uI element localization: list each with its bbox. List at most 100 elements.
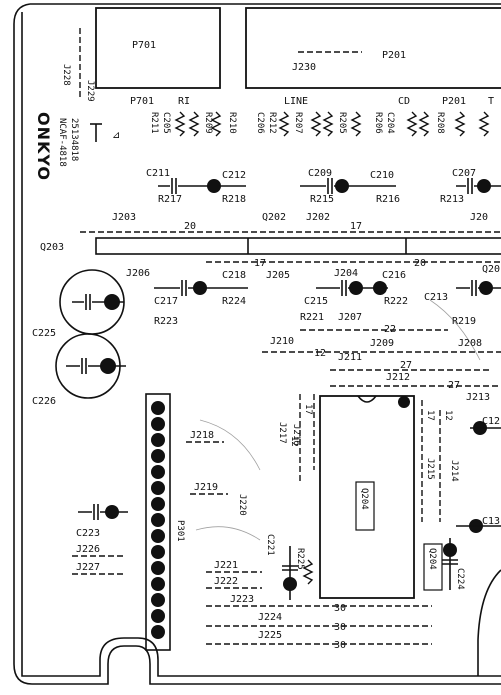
j208-label: J208 <box>458 338 482 349</box>
p301-pins <box>151 401 165 639</box>
c225-label: C225 <box>32 328 56 339</box>
j206-label: J206 <box>126 268 150 279</box>
j205-label: J205 <box>266 270 290 281</box>
q204b-box <box>423 543 443 591</box>
line-label: LINE <box>284 96 308 107</box>
n12b: 12 <box>289 436 299 447</box>
j213-label: J213 <box>466 392 490 403</box>
cap-row-1: C211 C212 C209 C210 C207 R217 R218 R215 … <box>146 168 501 205</box>
p301-label: P301 <box>175 520 185 542</box>
ri-label: RI <box>178 96 190 107</box>
n30b: 30 <box>334 622 346 633</box>
j220-label: J220 <box>237 494 247 516</box>
board-inner-outline <box>21 12 501 677</box>
n12c: 12 <box>443 410 453 421</box>
r217-label: R217 <box>158 194 182 205</box>
j226-label: J226 <box>76 544 100 555</box>
n20a: 20 <box>184 221 196 232</box>
r219-label: R219 <box>452 316 476 327</box>
j211-label: J211 <box>338 352 362 363</box>
p701-label: P701 <box>132 40 156 51</box>
top-component-row: R211 C205 R209 R210 C206 R212 R207 R205 … <box>149 112 445 134</box>
bottom-jumpers: J221 J222 J223 30 J224 30 J225 30 <box>206 560 432 651</box>
n17a: 17 <box>350 221 362 232</box>
j202-label: J202 <box>306 212 330 223</box>
j227-label: J227 <box>76 562 100 573</box>
c224-label: C224 <box>455 568 465 590</box>
j230-label: J230 <box>292 62 316 73</box>
triangle-mark: ⊿ <box>112 130 120 141</box>
mid-jumpers: 22 J210 J209 J208 12 J211 27 J212 27 J21… <box>262 324 501 403</box>
q203-label: Q203 <box>40 242 64 253</box>
ic-q204 <box>319 395 415 599</box>
top-resistor-zigzags <box>174 111 490 137</box>
cap-row-2: 17 20 J206 C218 J205 J204 C216 Q20 C217 … <box>126 258 501 327</box>
board-right-curve <box>477 569 501 676</box>
j219-label: J219 <box>194 482 218 493</box>
ic-side-jumpers: 12 17 J217 J216 17 12 J215 J214 J220 <box>237 394 459 522</box>
q20b-label: Q20 <box>482 264 500 275</box>
onkyo-brand: ONKYO <box>34 112 53 181</box>
j223-label: J223 <box>230 594 254 605</box>
j212-label: J212 <box>386 372 410 383</box>
q204b-label: Q204 <box>427 548 437 570</box>
c218-label: C218 <box>222 270 246 281</box>
n30c: 30 <box>334 640 346 651</box>
j218-label: J218 <box>190 430 214 441</box>
r210-label: R210 <box>227 112 237 134</box>
decorative-traces <box>195 299 481 541</box>
t-label: T <box>488 96 494 107</box>
r208-label: R208 <box>435 112 445 134</box>
c216-label: C216 <box>382 270 406 281</box>
r218-label: R218 <box>222 194 246 205</box>
q204-label-box <box>355 481 375 531</box>
j216-label: J216 <box>291 424 301 446</box>
j224-label: J224 <box>258 612 282 623</box>
r212-label: R212 <box>267 112 277 134</box>
r209-label: R209 <box>203 112 213 134</box>
r224-label: R224 <box>222 296 246 307</box>
p201-bottom-label: P201 <box>442 96 466 107</box>
j221-label: J221 <box>214 560 238 571</box>
c204-label: C204 <box>385 112 395 134</box>
r216-label: R216 <box>376 194 400 205</box>
c217-label: C217 <box>154 296 178 307</box>
c211-label: C211 <box>146 168 170 179</box>
n27b: 27 <box>448 380 460 391</box>
n27a: 27 <box>400 360 412 371</box>
q202-label: Q202 <box>262 212 286 223</box>
c212-label: C212 <box>222 170 246 181</box>
j214-label: J214 <box>449 460 459 482</box>
j229-label: J229 <box>85 80 95 102</box>
board-outline <box>13 3 501 685</box>
c213-label: C213 <box>424 292 448 303</box>
right-edge-caps: C12 C13 C224 Q204 <box>423 416 501 591</box>
q203-strip <box>95 237 501 255</box>
r206-label: R206 <box>373 112 383 134</box>
part-number: 25134818 <box>69 118 79 161</box>
n30a: 30 <box>334 603 346 614</box>
q204-label: Q204 <box>359 488 369 510</box>
j210-label: J210 <box>270 336 294 347</box>
j203-row: J203 20 17 Q202 J202 J20 Q203 <box>40 212 501 255</box>
c209-label: C209 <box>308 168 332 179</box>
board-code: NCAF-4818 <box>57 118 67 167</box>
r221-label: R221 <box>300 312 324 323</box>
c206-label: C206 <box>255 112 265 134</box>
j222-label: J222 <box>214 576 238 587</box>
r205-label: R205 <box>337 112 347 134</box>
connector-p701-block <box>95 7 221 89</box>
r215-label: R215 <box>310 194 334 205</box>
r223-label: R223 <box>154 316 178 327</box>
j204-label: J204 <box>334 268 358 279</box>
c215-label: C215 <box>304 296 328 307</box>
c223-label: C223 <box>76 528 100 539</box>
c221-label: C221 <box>265 534 275 556</box>
cd-label: CD <box>398 96 410 107</box>
c205-label: C205 <box>161 112 171 134</box>
j209-label: J209 <box>370 338 394 349</box>
p201-label: P201 <box>382 50 406 61</box>
j20-label: J20 <box>470 212 488 223</box>
n17b: 17 <box>254 258 266 269</box>
